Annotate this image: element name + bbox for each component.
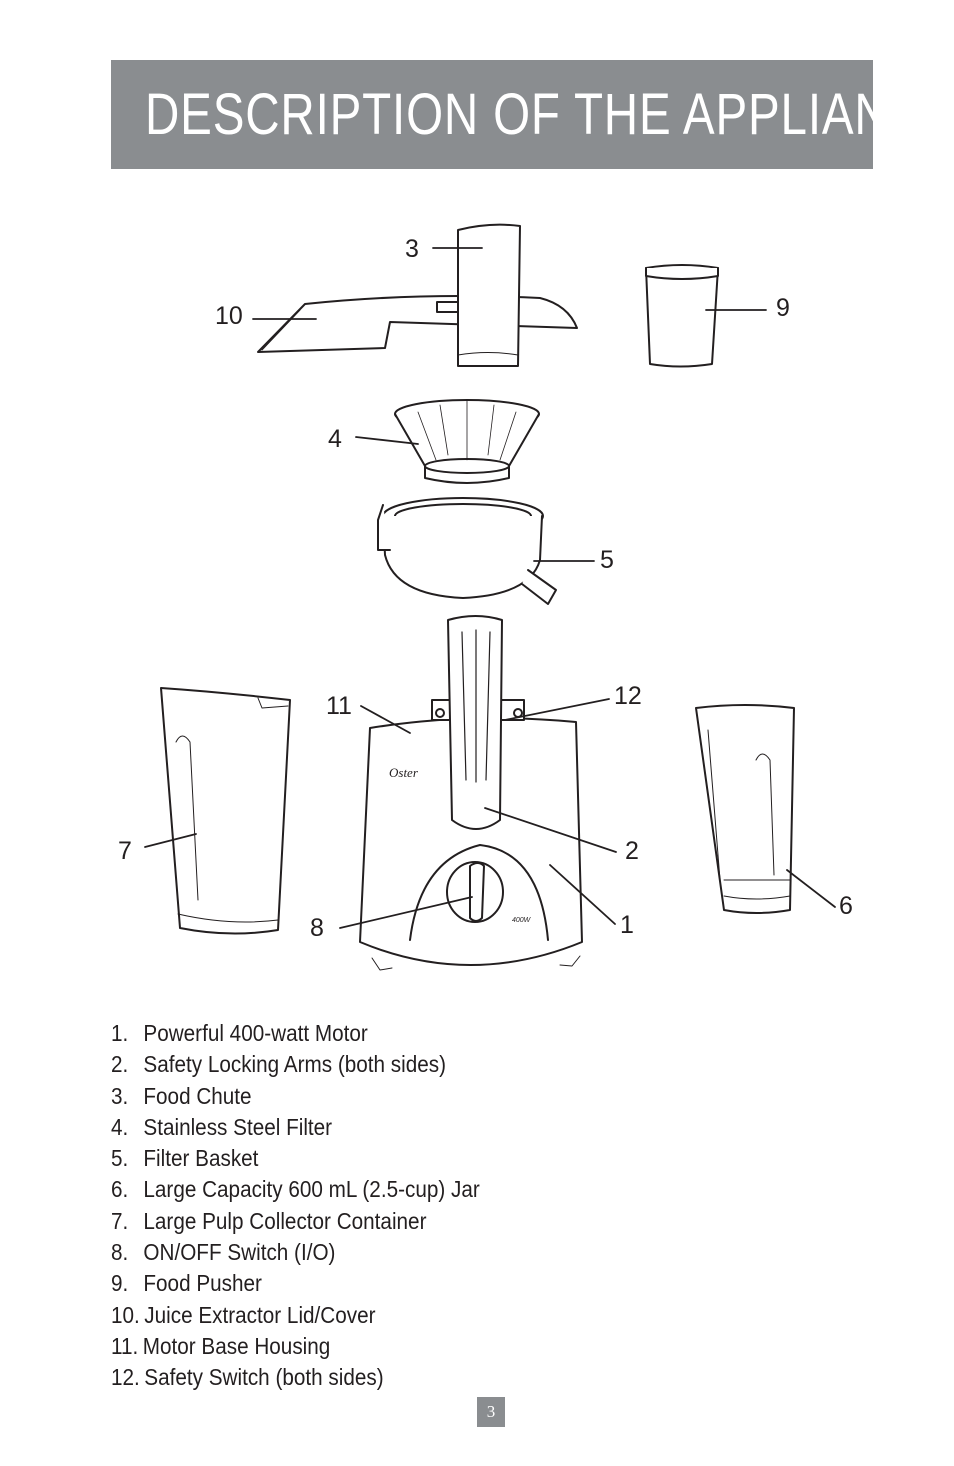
list-item: 9. Food Pusher	[111, 1268, 480, 1299]
list-item: 3. Food Chute	[111, 1081, 480, 1112]
item-label: Large Pulp Collector Container	[143, 1207, 427, 1234]
callout-1: 1	[620, 911, 634, 939]
item-number: 10.	[111, 1301, 140, 1328]
appliance-diagram: Oster 400W 3 10 9 4 5 11 12 7 2 1 6 8	[118, 223, 853, 971]
callout-2: 2	[625, 837, 639, 865]
wattage-badge: 400W	[512, 917, 532, 924]
page-number: 3	[477, 1397, 505, 1427]
callout-6: 6	[839, 892, 853, 920]
title-banner: DESCRIPTION OF THE APPLIANCE	[111, 60, 954, 169]
item-number: 1.	[111, 1020, 129, 1046]
item-number: 9.	[111, 1270, 129, 1297]
callout-7: 7	[118, 837, 132, 865]
list-item: 7. Large Pulp Collector Container	[111, 1206, 480, 1237]
callout-9: 9	[776, 294, 790, 322]
item-number: 8.	[111, 1239, 129, 1266]
food-pusher-illustration	[645, 264, 719, 368]
leader-lines	[144, 247, 836, 929]
callout-12: 12	[614, 682, 642, 710]
list-item: 1. Powerful 400-watt Motor	[111, 1018, 480, 1049]
callout-labels: 3 10 9 4 5 11 12 7 2 1 6 8	[118, 235, 853, 942]
callout-4: 4	[328, 425, 342, 453]
food-chute-illustration	[457, 223, 521, 367]
list-item: 12.Safety Switch (both sides)	[111, 1362, 480, 1393]
lid-cover-illustration	[257, 295, 578, 353]
item-label: Food Pusher	[143, 1270, 262, 1297]
item-number: 3.	[111, 1082, 129, 1109]
stainless-filter-illustration	[394, 399, 540, 484]
callout-8: 8	[310, 914, 324, 942]
juice-jar-illustration	[695, 704, 795, 914]
list-item: 8. ON/OFF Switch (I/O)	[111, 1237, 480, 1268]
item-label: Juice Extractor Lid/Cover	[144, 1301, 376, 1328]
item-label: Powerful 400-watt Motor	[143, 1020, 368, 1046]
item-label: Stainless Steel Filter	[143, 1113, 333, 1140]
brand-logo: Oster	[389, 765, 419, 780]
list-item: 5. Filter Basket	[111, 1143, 480, 1174]
item-label: Large Capacity 600 mL (2.5-cup) Jar	[143, 1176, 480, 1203]
item-number: 5.	[111, 1145, 129, 1172]
item-label: Motor Base Housing	[142, 1332, 331, 1359]
list-item: 11.Motor Base Housing	[111, 1331, 480, 1362]
callout-3: 3	[405, 235, 419, 263]
item-label: Safety Locking Arms (both sides)	[143, 1051, 446, 1078]
list-item: 10.Juice Extractor Lid/Cover	[111, 1300, 480, 1331]
item-number: 12.	[111, 1364, 140, 1391]
item-number: 11.	[111, 1332, 139, 1359]
item-number: 2.	[111, 1051, 129, 1078]
list-item: 4. Stainless Steel Filter	[111, 1112, 480, 1143]
item-label: Filter Basket	[143, 1145, 259, 1172]
item-label: Safety Switch (both sides)	[144, 1364, 384, 1391]
parts-list: 1. Powerful 400-watt Motor 2. Safety Locki…	[111, 1018, 521, 1394]
page-title: DESCRIPTION OF THE APPLIANCE	[145, 82, 954, 147]
callout-10: 10	[215, 302, 243, 330]
locking-arm-illustration	[447, 615, 503, 830]
item-label: ON/OFF Switch (I/O)	[143, 1239, 336, 1266]
item-label: Food Chute	[143, 1082, 252, 1109]
list-item: 6. Large Capacity 600 mL (2.5-cup) Jar	[111, 1174, 480, 1205]
filter-basket-illustration	[377, 497, 557, 605]
item-number: 6.	[111, 1176, 129, 1203]
list-item: 2. Safety Locking Arms (both sides)	[111, 1049, 480, 1080]
callout-11: 11	[326, 692, 352, 720]
item-number: 4.	[111, 1113, 129, 1140]
item-number: 7.	[111, 1207, 129, 1234]
pulp-container-illustration	[160, 687, 291, 935]
callout-5: 5	[600, 546, 614, 574]
